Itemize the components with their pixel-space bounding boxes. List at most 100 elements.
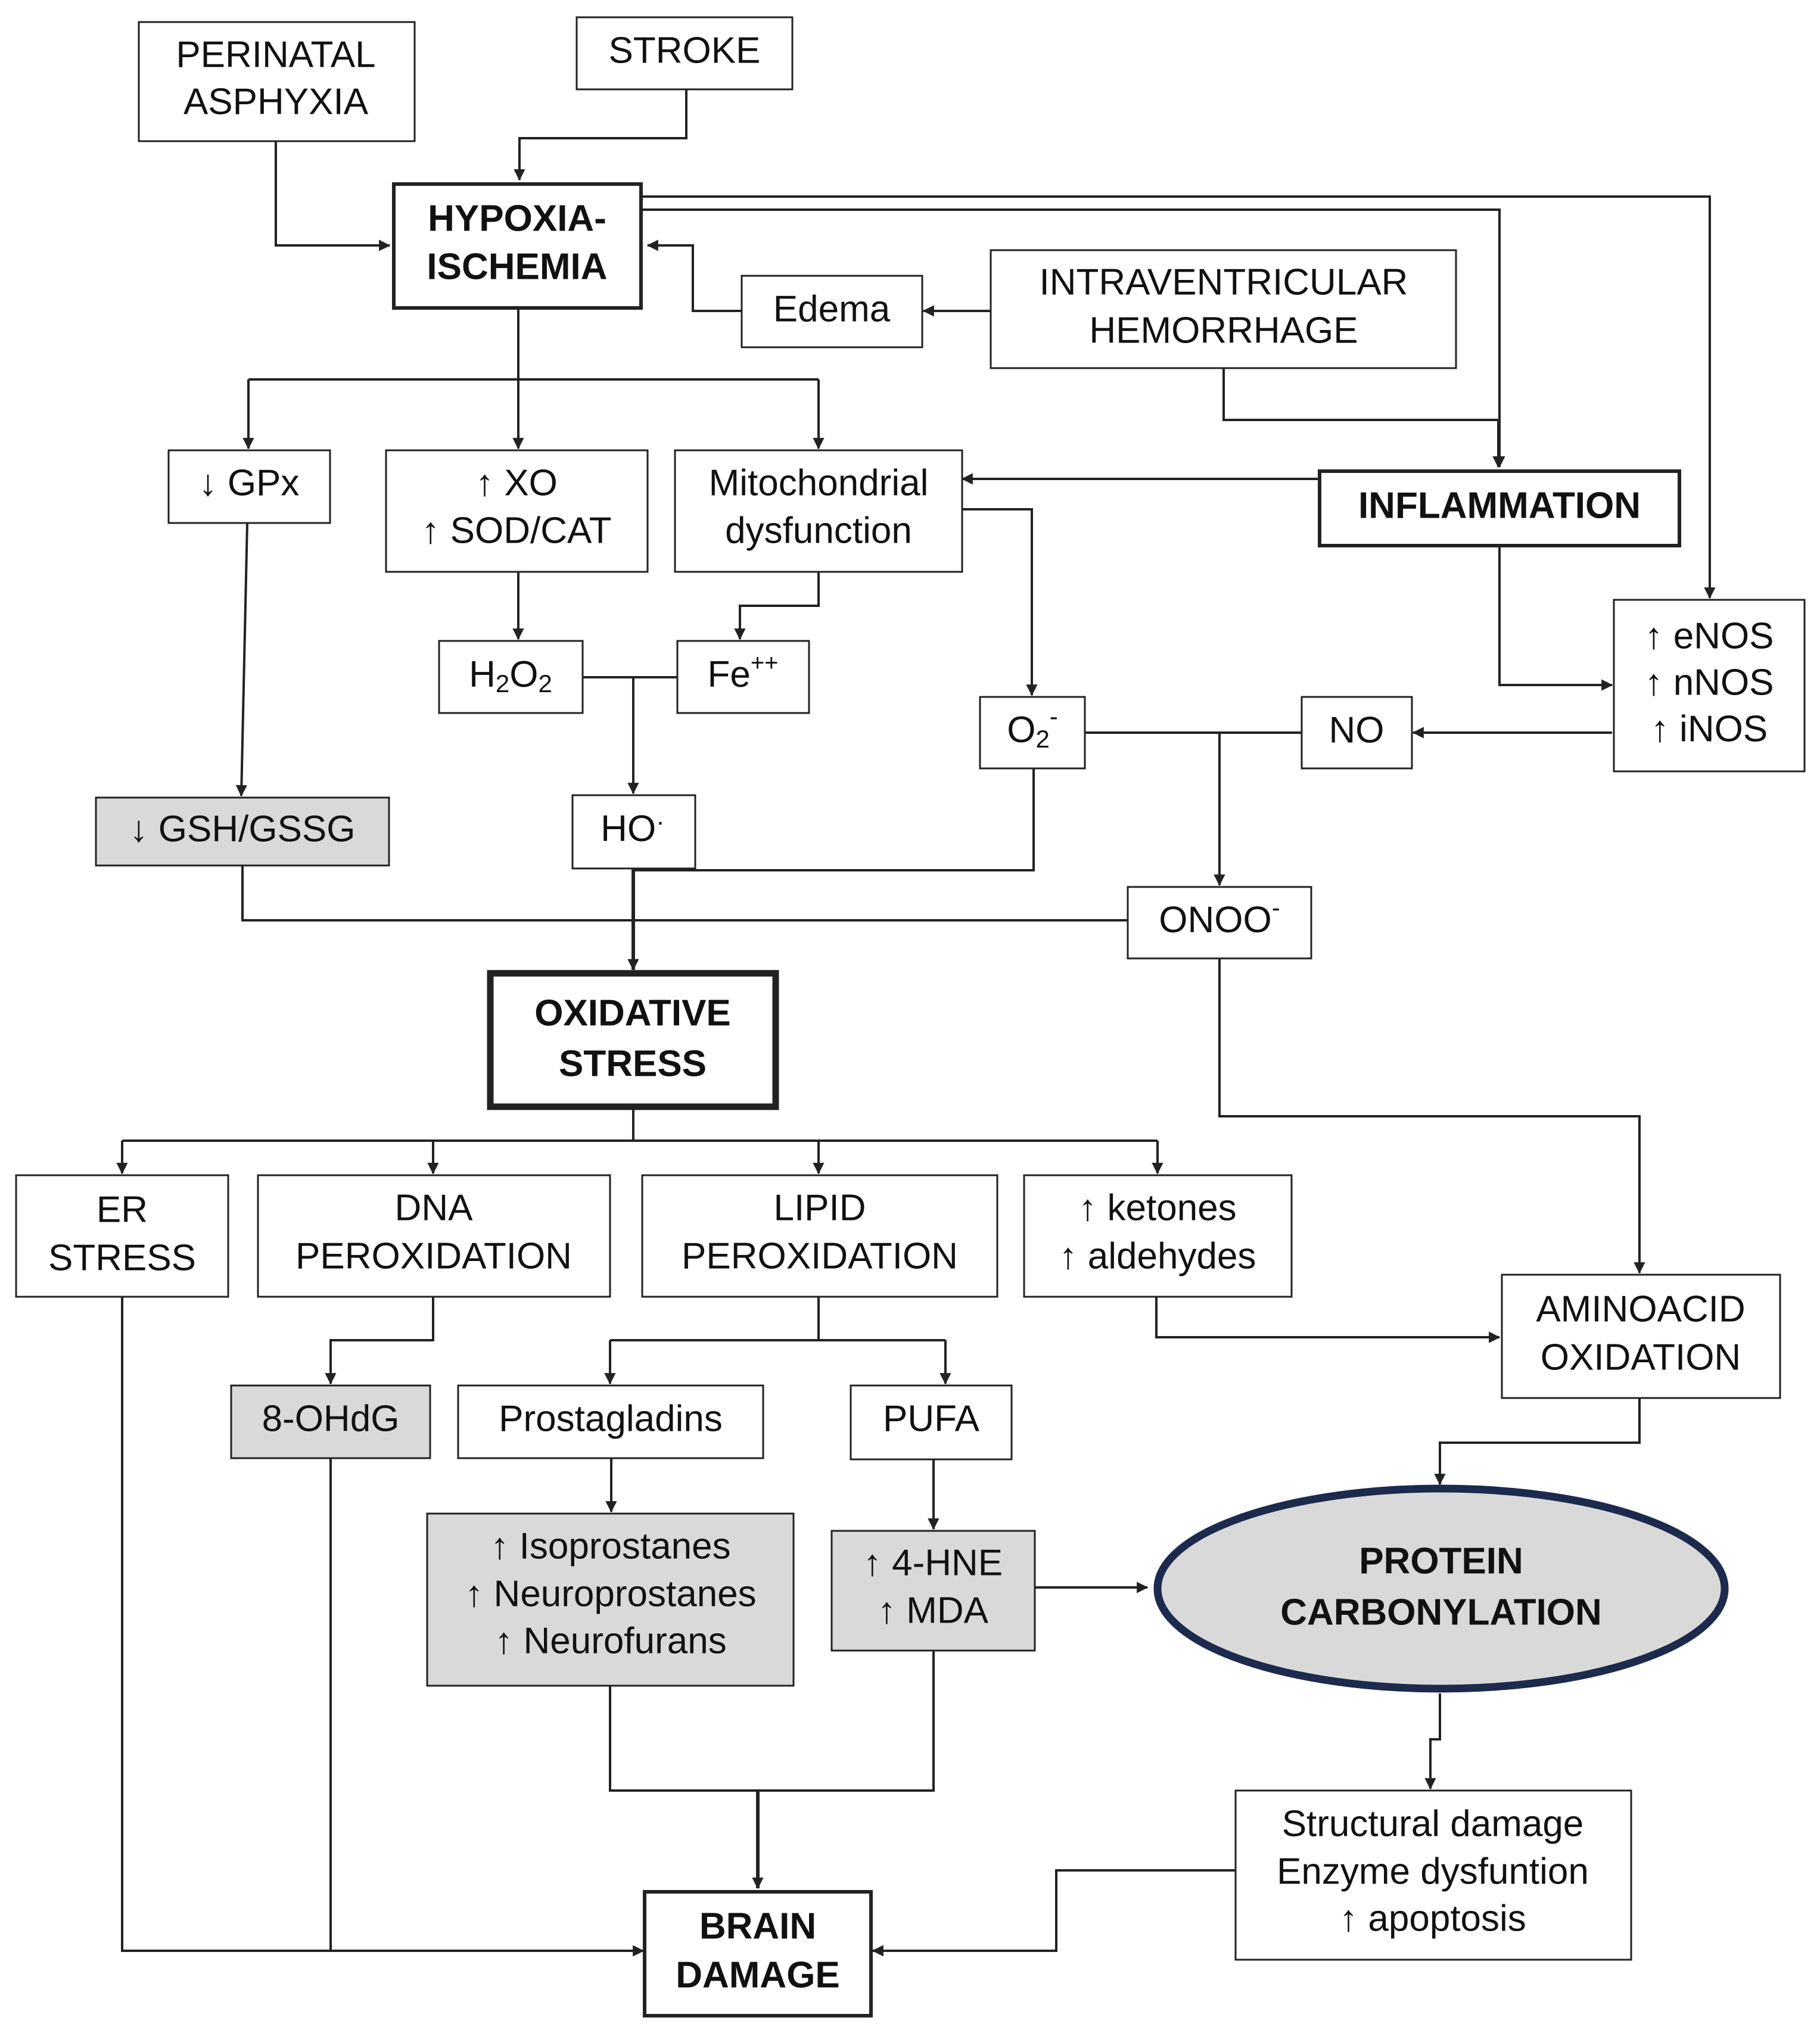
node-label: O2- (1007, 702, 1058, 753)
edge-inflammation-to-nos (1498, 546, 1613, 691)
node-label-line: CARBONYLATION (1280, 1592, 1602, 1633)
node-label-line: ↑ MDA (878, 1590, 989, 1631)
node-8-ohdg: 8-OHdG (230, 1384, 431, 1459)
node-label-line: PEROXIDATION (295, 1235, 572, 1276)
node-label-line: Edema (773, 288, 891, 329)
node-label-line: STROKE (609, 30, 761, 71)
node-fe: Fe++ (676, 640, 810, 714)
node-consequences: Structural damage Enzyme dysfuntion ↑ ap… (1234, 1789, 1632, 1961)
edge-gpx-to-gsh (235, 522, 248, 797)
node-label-line: ↑ Neuroprostanes (465, 1573, 756, 1614)
node-label: H2O2 (469, 654, 552, 698)
node-label-line: INTRAVENTRICULAR (1040, 261, 1408, 303)
node-label-line: OXIDATIVE (534, 992, 731, 1033)
node-label: Fe++ (707, 650, 778, 696)
node-label-line: Prostagladins (499, 1398, 723, 1439)
node-label-line: HYPOXIA- (428, 198, 606, 239)
edge-ivh-to-inflammation (1222, 368, 1504, 468)
node-ketones-aldehydes: ↑ ketones ↑ aldehydes (1023, 1174, 1293, 1298)
node-inflammation: INFLAMMATION (1318, 469, 1681, 547)
node-label-line: dysfunction (725, 510, 912, 551)
node-label-line: ↑ Isoprostanes (490, 1525, 730, 1567)
node-label-line: ↑ nNOS (1644, 662, 1774, 703)
node-label-line: AMINOACID (1536, 1288, 1745, 1330)
connectors (116, 89, 1716, 1957)
node-label-line: ASPHYXIA (183, 81, 369, 122)
edge-stroke-to-hypoxia (514, 89, 687, 181)
node-nos: ↑ eNOS ↑ nNOS ↑ iNOS (1613, 599, 1806, 773)
node-brain-damage: BRAIN DAMAGE (643, 1890, 873, 2017)
node-hypoxia-ischemia: HYPOXIA- ISCHEMIA (392, 182, 643, 310)
edge-mito-to-superoxide (962, 508, 1038, 696)
node-label-line: DAMAGE (676, 1954, 840, 1995)
edge-dna-to-ohdg (325, 1296, 434, 1385)
edge-aminoacid-to-carbonylation (1434, 1398, 1641, 1486)
node-label-line: ↓ GPx (199, 462, 300, 503)
node-label: HO· (601, 807, 665, 850)
node-label: ONOO- (1159, 893, 1280, 941)
node-mitochondrial-dysfunction: Mitochondrial dysfunction (674, 449, 963, 573)
node-dna-peroxidation: DNA PEROXIDATION (257, 1174, 611, 1298)
node-label-line: HEMORRHAGE (1089, 310, 1358, 351)
edge-consequences-to-brain (872, 1869, 1236, 1957)
node-label-line: 8-OHdG (262, 1398, 400, 1439)
node-gsh-gssg: ↓ GSH/GSSG (95, 796, 390, 867)
node-label-line: Structural damage (1282, 1803, 1584, 1844)
node-peroxynitrite: ONOO- (1127, 886, 1312, 960)
node-prostagladins: Prostagladins (457, 1384, 764, 1459)
node-label-line: ↑ ketones (1078, 1187, 1236, 1228)
node-label-line: LIPID (773, 1187, 866, 1228)
node-label-line: OXIDATION (1541, 1337, 1741, 1378)
node-label-line: ↑ Neurofurans (494, 1620, 726, 1661)
node-label-line: PROTEIN (1359, 1540, 1523, 1581)
node-label-line: ER (97, 1189, 148, 1230)
node-label-line: PEROXIDATION (682, 1235, 958, 1276)
edge-er-to-brain (121, 1297, 645, 1957)
node-label-line: STRESS (559, 1043, 707, 1084)
node-label-line: ↑ iNOS (1651, 708, 1768, 749)
node-perinatal-asphyxia: PERINATAL ASPHYXIA (138, 21, 416, 142)
node-xo-sod-cat: ↑ XO ↑ SOD/CAT (385, 449, 649, 573)
edge-peroxynitrite-to-aminoacid (1218, 958, 1645, 1274)
node-superoxide: O2- (979, 696, 1086, 770)
node-label-line: Mitochondrial (709, 462, 929, 503)
edge-superoxide-to-oxstress (633, 768, 1035, 871)
edge-hypoxia-to-nos (641, 195, 1716, 599)
node-pufa: PUFA (850, 1384, 1013, 1461)
node-aminoacid-oxidation: AMINOACID OXIDATION (1501, 1274, 1781, 1399)
node-er-stress: ER STRESS (15, 1174, 229, 1298)
node-label-line: INFLAMMATION (1358, 485, 1641, 526)
node-lipid-peroxidation: LIPID PEROXIDATION (641, 1174, 998, 1298)
node-intraventricular-hemorrhage: INTRAVENTRICULAR HEMORRHAGE (990, 249, 1457, 369)
node-edema: Edema (741, 275, 923, 348)
edge-hypoxia-to-inflammation (641, 208, 1505, 468)
node-label-line: ↑ SOD/CAT (421, 510, 611, 551)
node-no: NO (1301, 696, 1413, 770)
edge-edema-to-hypoxia (646, 239, 742, 312)
node-label-line: Enzyme dysfuntion (1277, 1851, 1589, 1892)
node-hydroxyl: HO· (571, 794, 696, 870)
node-label-line: ↑ aldehydes (1059, 1235, 1256, 1276)
edge-ketones-to-aminoacid (1155, 1296, 1501, 1343)
node-label-line: NO (1329, 709, 1385, 751)
edge-carbonylation-to-consequences (1424, 1693, 1441, 1790)
node-4-hne-mda: ↑ 4-HNE ↑ MDA (830, 1530, 1036, 1652)
node-label-line: ↑ XO (475, 462, 558, 503)
node-label-line: PERINATAL (176, 34, 375, 75)
node-stroke: STROKE (575, 16, 794, 91)
node-label-line: ↑ apoptosis (1339, 1898, 1526, 1939)
node-label-line: ↑ eNOS (1644, 615, 1774, 656)
node-label-line: PUFA (883, 1398, 980, 1439)
node-label-line: ISCHEMIA (427, 246, 607, 287)
node-label-line: ↑ 4-HNE (863, 1542, 1003, 1583)
node-gpx: ↓ GPx (167, 449, 331, 524)
node-label-line: ↓ GSH/GSSG (130, 808, 356, 849)
node-h2o2: H2O2 (438, 640, 584, 714)
edge-isoprostanes-merge (609, 1651, 935, 1792)
node-label-line: BRAIN (699, 1906, 816, 1947)
edge-gsh-to-oxstress (241, 865, 1128, 921)
node-label-line: DNA (395, 1187, 474, 1228)
node-isoprostanes: ↑ Isoprostanes ↑ Neuroprostanes ↑ Neurof… (426, 1512, 795, 1687)
edge-asphyxia-to-hypoxia (275, 141, 391, 251)
